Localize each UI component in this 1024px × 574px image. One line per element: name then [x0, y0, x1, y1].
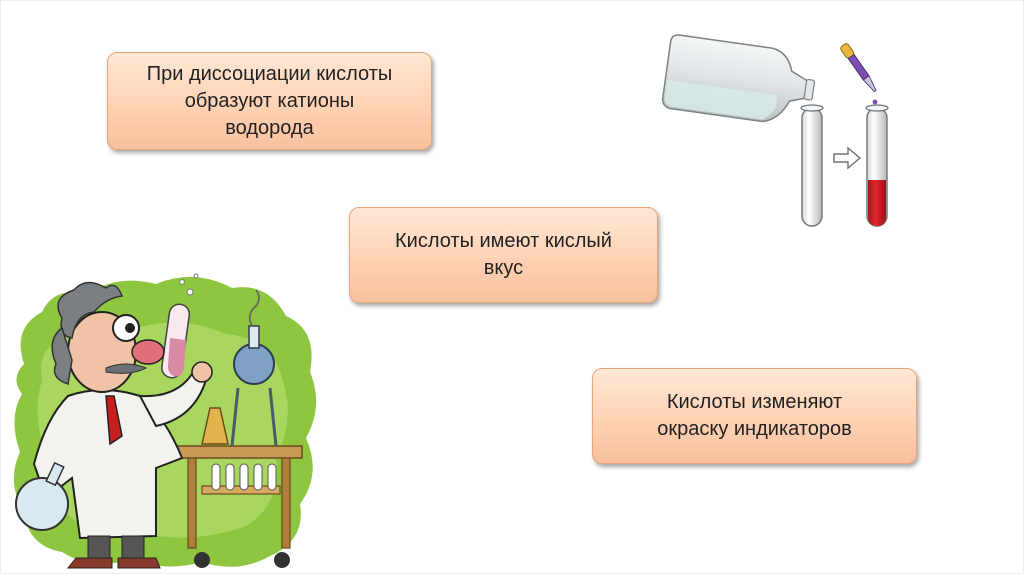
- dropper-icon: [840, 43, 877, 93]
- callout-text: Кислоты имеют кислый вкус: [395, 228, 612, 282]
- callout-dissociation: При диссоциации кислоты образуют катионы…: [107, 52, 432, 150]
- lab-bench-icon: [175, 445, 303, 568]
- arrow-right-icon: [833, 146, 862, 170]
- scientist-figure-icon: [15, 273, 213, 569]
- callout-text: Кислоты изменяют окраску индикаторов: [657, 389, 852, 443]
- red-test-tube-icon: [865, 104, 889, 227]
- empty-test-tube-icon: [800, 104, 824, 227]
- callout-line: окраску индикаторов: [657, 418, 852, 440]
- callout-line: Кислоты изменяют: [666, 391, 843, 413]
- callout-line: водорода: [225, 116, 314, 139]
- bottle-icon: [661, 34, 816, 123]
- callout-indicator-color: Кислоты изменяют окраску индикаторов: [592, 368, 917, 464]
- callout-line: вкус: [483, 257, 524, 279]
- callout-text: При диссоциации кислоты образуют катионы…: [147, 61, 393, 142]
- drop-icon: [872, 99, 878, 105]
- callout-line: При диссоциации кислоты: [146, 62, 393, 85]
- experiment-illustration: [661, 34, 889, 227]
- flask-on-stand-icon: [201, 289, 278, 447]
- scientist-illustration: [13, 273, 317, 569]
- callout-line: образуют катионы: [184, 89, 355, 112]
- callout-line: Кислоты имеют кислый: [395, 230, 612, 252]
- callout-sour-taste: Кислоты имеют кислый вкус: [349, 207, 658, 303]
